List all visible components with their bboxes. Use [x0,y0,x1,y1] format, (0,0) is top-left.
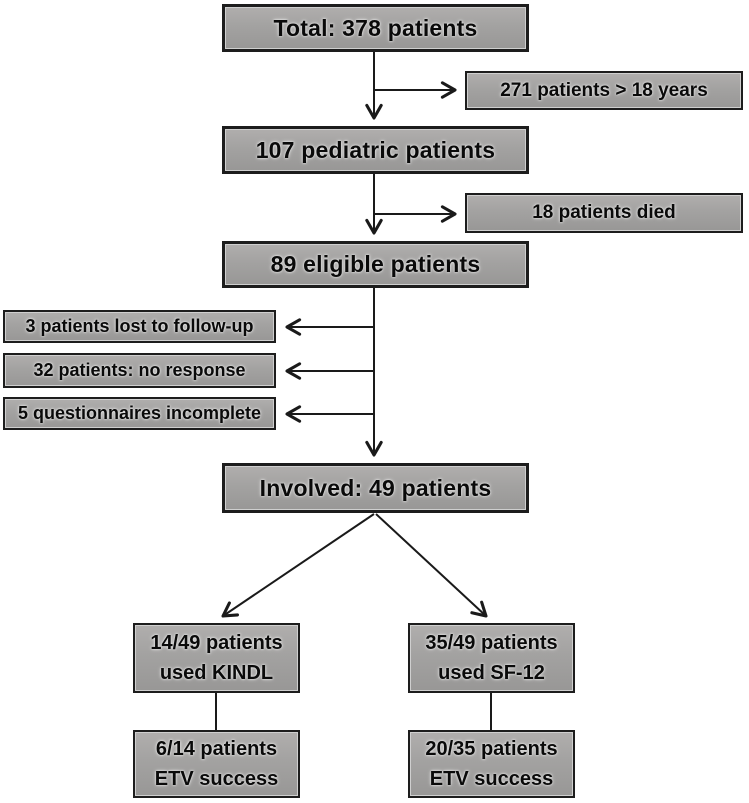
flow-box-sf12-etv: 20/35 patients ETV success [408,730,575,798]
flow-box-kindl-etv: 6/14 patients ETV success [133,730,300,798]
arrow-involved-to-kindl [221,513,375,618]
flow-box-no-response: 32 patients: no response [3,353,276,388]
flow-box-incomplete: 5 questionnaires incomplete [3,397,276,430]
flow-box-kindl: 14/49 patients used KINDL [133,623,300,693]
arrow-involved-to-sf12 [375,513,488,618]
flow-box-excluded-adults: 271 patients > 18 years [465,71,743,110]
flow-box-died: 18 patients died [465,193,743,233]
flow-box-pediatric: 107 pediatric patients [222,126,529,174]
flow-box-lost-followup: 3 patients lost to follow-up [3,310,276,343]
flow-box-sf12: 35/49 patients used SF-12 [408,623,575,693]
flow-box-total: Total: 378 patients [222,4,529,52]
flow-box-involved: Involved: 49 patients [222,463,529,513]
flow-box-eligible: 89 eligible patients [222,241,529,288]
